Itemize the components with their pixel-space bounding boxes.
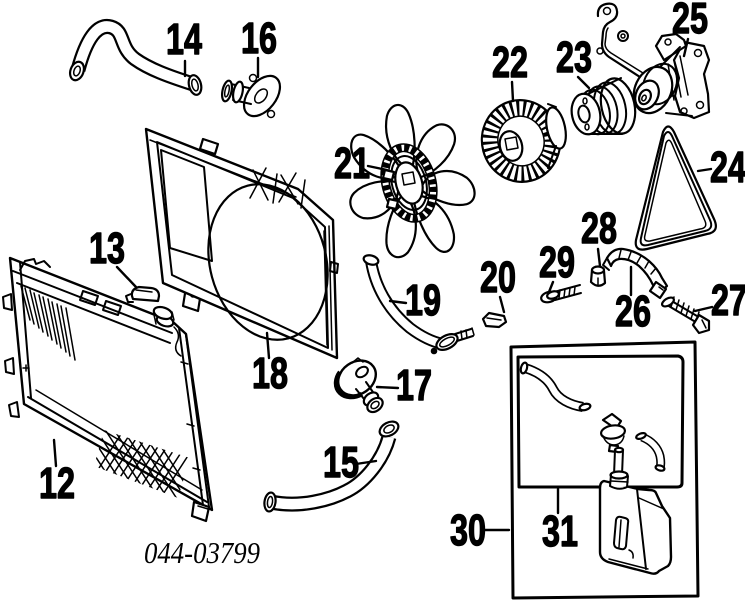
part-clip-20 bbox=[481, 311, 508, 329]
callout-18[interactable]: 18 bbox=[251, 348, 288, 398]
callout-30[interactable]: 30 bbox=[449, 505, 486, 555]
callout-31[interactable]: 31 bbox=[541, 506, 578, 556]
leader-18 bbox=[265, 331, 271, 360]
part-radiator-cap bbox=[125, 285, 161, 303]
leader-17 bbox=[375, 385, 400, 390]
callout-14[interactable]: 14 bbox=[165, 14, 203, 64]
callout-15[interactable]: 15 bbox=[322, 437, 359, 487]
leader-23 bbox=[576, 75, 591, 90]
leader-22 bbox=[510, 80, 515, 103]
part-reservoir-hose bbox=[362, 254, 475, 355]
callout-21[interactable]: 21 bbox=[333, 138, 370, 188]
part-reservoir-assembly-box bbox=[509, 340, 700, 600]
part-lower-hose bbox=[263, 420, 400, 513]
part-fan-shroud bbox=[144, 127, 339, 360]
leader-19 bbox=[388, 299, 408, 305]
part-bolt-27 bbox=[661, 296, 711, 335]
leader-29 bbox=[547, 280, 555, 294]
callout-16[interactable]: 16 bbox=[240, 13, 277, 63]
callout-27[interactable]: 27 bbox=[710, 275, 745, 325]
part-reservoir-tank bbox=[598, 446, 673, 575]
part-bolt-29 bbox=[540, 284, 582, 304]
part-clip-28 bbox=[589, 265, 607, 287]
shroud-lattice bbox=[249, 167, 306, 209]
part-fan bbox=[344, 102, 477, 265]
callout-22[interactable]: 22 bbox=[491, 37, 528, 87]
callout-28[interactable]: 28 bbox=[580, 203, 617, 253]
callout-23[interactable]: 23 bbox=[555, 32, 592, 82]
callout-25[interactable]: 25 bbox=[671, 0, 708, 44]
callout-19[interactable]: 19 bbox=[404, 275, 441, 325]
part-fan-pulley bbox=[570, 77, 637, 136]
bracket-hatch bbox=[618, 249, 657, 275]
callout-labels: 12 13 14 15 16 17 18 19 20 21 22 23 24 2… bbox=[38, 0, 745, 557]
callout-26[interactable]: 26 bbox=[614, 286, 651, 336]
radiator-fins bbox=[20, 285, 76, 361]
leader-20 bbox=[498, 295, 506, 314]
callout-20[interactable]: 20 bbox=[479, 252, 516, 302]
leader-15 bbox=[354, 459, 378, 466]
leader-21 bbox=[366, 164, 389, 172]
part-bracket-26 bbox=[602, 247, 669, 300]
part-water-pump bbox=[596, 2, 711, 120]
callout-13[interactable]: 13 bbox=[88, 223, 125, 273]
leader-12 bbox=[52, 438, 58, 468]
leader-24 bbox=[696, 167, 713, 173]
leader-lines bbox=[52, 37, 714, 532]
callout-24[interactable]: 24 bbox=[709, 142, 745, 192]
part-drive-belt bbox=[634, 125, 717, 251]
part-upper-hose bbox=[68, 18, 203, 96]
callout-12[interactable]: 12 bbox=[38, 458, 75, 508]
callout-29[interactable]: 29 bbox=[538, 237, 575, 287]
leader-27 bbox=[693, 305, 714, 313]
part-water-inlet bbox=[333, 357, 384, 414]
part-fan-clutch bbox=[480, 99, 567, 183]
drawing-code: 044-03799 bbox=[144, 535, 260, 570]
leader-13 bbox=[115, 265, 138, 289]
part-radiator bbox=[2, 256, 214, 523]
leader-28 bbox=[596, 247, 602, 268]
callout-17[interactable]: 17 bbox=[395, 360, 432, 410]
leader-25 bbox=[682, 37, 690, 58]
part-water-outlet bbox=[220, 73, 282, 119]
